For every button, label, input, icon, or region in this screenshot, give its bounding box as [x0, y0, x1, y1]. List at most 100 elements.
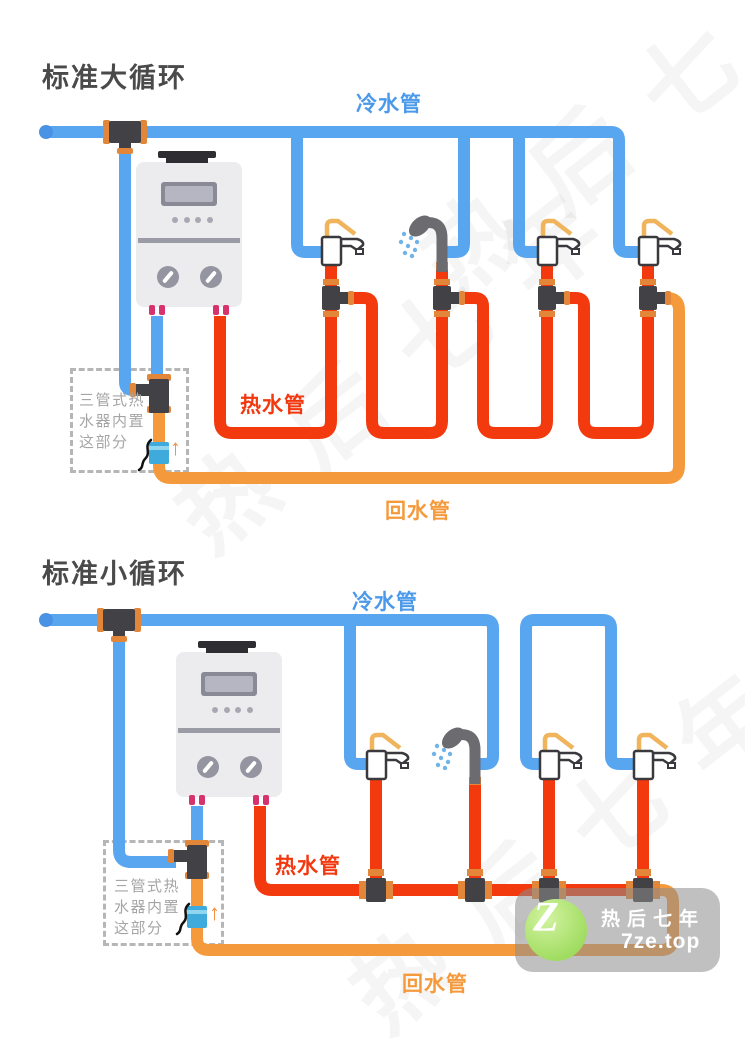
- heater-indicator-dot: [224, 707, 230, 713]
- faucet-spout: [339, 237, 365, 252]
- faucet-spout-tip: [667, 762, 676, 769]
- internal-tee-1: [149, 379, 169, 413]
- heater-connector-stud: [199, 795, 205, 805]
- hot-tee: [538, 279, 570, 317]
- faucet-body: [637, 235, 660, 267]
- diagram1-pipes: [39, 125, 685, 484]
- hot-tee: [433, 279, 465, 317]
- hot-tee: [458, 869, 492, 902]
- heater-connector-stud: [149, 305, 155, 315]
- return-pipe-label-1: 回水管: [385, 500, 451, 523]
- faucet-handle: [542, 732, 575, 751]
- hot-tee: [359, 869, 393, 902]
- faucet-spout: [557, 751, 583, 766]
- cold-branch-shower-1: [446, 138, 470, 258]
- faucet-1-2: [365, 732, 410, 781]
- heater-indicator-dot: [172, 217, 178, 223]
- faucet-spout: [555, 237, 581, 252]
- faucet-2-1: [536, 218, 581, 267]
- circulation-pump-1: [149, 442, 169, 464]
- faucet-body: [320, 235, 343, 267]
- faucet-3-2: [632, 732, 677, 781]
- check-valve-mark-1: [137, 438, 153, 472]
- heater-knob-right: [200, 266, 222, 288]
- faucet-body: [365, 749, 388, 781]
- faucet-body: [536, 235, 559, 267]
- heater-connector-stud: [263, 795, 269, 805]
- faucet-2-2: [538, 732, 583, 781]
- hot-pipe-shower-to-faucet2: [458, 262, 553, 439]
- cold-main-cap-2: [39, 613, 53, 627]
- faucet-handle: [636, 732, 669, 751]
- hot-pipe-heater-to-faucet1: [214, 262, 337, 439]
- heater-indicator-dot: [235, 707, 241, 713]
- heater-internal-box-2: [103, 840, 224, 946]
- badge-logo-circle: [525, 899, 587, 961]
- flow-up-arrow-1: ↑: [170, 435, 181, 460]
- internal-tee-pump-1: [130, 374, 171, 472]
- return-pipe-label-2: 回水管: [402, 973, 468, 996]
- heater-connector-stud: [223, 305, 229, 315]
- shower-head-icon: [441, 727, 465, 749]
- heater-display: [201, 672, 257, 696]
- water-heater-1: [136, 151, 242, 315]
- cold-branch-faucet1-2: [344, 626, 369, 770]
- cold-branch-faucet2-1: [513, 138, 540, 258]
- shower-head-icon: [408, 215, 432, 237]
- hot-tees-1: [322, 279, 671, 317]
- heater-knob-right: [240, 756, 262, 778]
- diagram1-title: 标准大循环: [42, 63, 187, 93]
- hot-pipe-faucet2-to-faucet3: [563, 262, 654, 439]
- internal-tee-2: [187, 845, 207, 879]
- heater-screen: [165, 186, 213, 202]
- cold-branch-faucet1-1: [291, 138, 324, 258]
- hot-tee: [639, 279, 671, 317]
- diagram2-title: 标准小循环: [42, 559, 187, 589]
- faucet-body: [632, 749, 655, 781]
- heater-connector-stud: [253, 795, 259, 805]
- cold-pipe-label-1: 冷水管: [356, 93, 422, 116]
- hot-main-pipe-2: [254, 806, 648, 896]
- faucet-spout-tip: [571, 248, 580, 255]
- heater-screen: [205, 676, 253, 692]
- heater-vent: [198, 641, 256, 648]
- faucet-handle: [369, 732, 402, 751]
- heater-indicator-dot: [212, 707, 218, 713]
- heater-indicator-dot: [195, 217, 201, 223]
- faucet-body: [538, 749, 561, 781]
- hot-pipe-label-2: 热水管: [275, 855, 341, 878]
- heater-vent-base: [166, 158, 208, 163]
- cold-drop-heater-1: [119, 150, 140, 396]
- heater-divider: [178, 728, 280, 733]
- heater-indicator-dot: [184, 217, 190, 223]
- hot-tee: [322, 279, 354, 317]
- shower-1: [398, 215, 448, 272]
- cold-main-pipe-2a: [46, 614, 499, 770]
- badge-brand-text: 热后七年: [601, 909, 706, 930]
- cold-main-pipe-1: [46, 126, 641, 258]
- faucet-spout: [384, 751, 410, 766]
- shower-spray: [398, 231, 420, 259]
- cold-main-pipe-2b: [520, 614, 636, 770]
- faucet-1-1: [320, 218, 365, 267]
- heater-indicator-dot: [207, 217, 213, 223]
- cold-main-cap-1: [39, 125, 53, 139]
- internal-tee-pump-2: [168, 840, 209, 936]
- heater-divider: [138, 238, 240, 243]
- faucet-spout-tip: [672, 248, 681, 255]
- faucet-3-1: [637, 218, 682, 267]
- heater-knob-left: [197, 756, 219, 778]
- faucet-handle: [324, 218, 357, 237]
- return-pipe-1: [153, 292, 685, 484]
- heater-connector-stud: [189, 795, 195, 805]
- badge-logo-letter: Z: [533, 895, 559, 941]
- shower-2: [431, 727, 481, 784]
- hot-pipe-label-1: 热水管: [240, 394, 306, 417]
- watermark-badge: Z 热后七年 7ze.top: [515, 888, 720, 972]
- faucet-spout: [651, 751, 677, 766]
- faucet-spout-tip: [573, 762, 582, 769]
- heater-knob-left: [157, 266, 179, 288]
- shower-spray: [431, 743, 453, 771]
- badge-domain-text: 7ze.top: [621, 930, 701, 953]
- heater-note-2: 三管式热水器内置这部分: [114, 878, 181, 937]
